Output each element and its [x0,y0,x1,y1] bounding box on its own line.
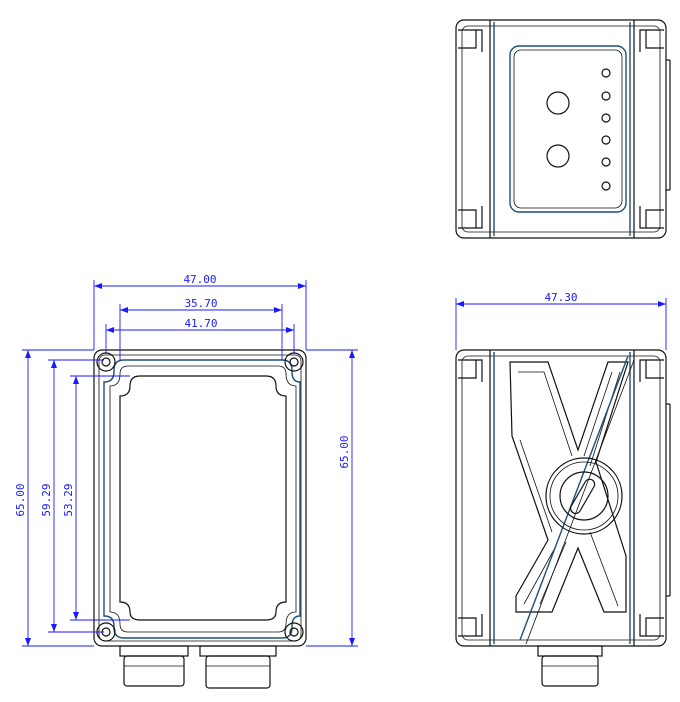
dim-inner-width-b: 41.70 [184,317,217,330]
front-view-top-right [455,19,671,239]
side-view-bottom-right: 47.30 [455,291,671,687]
dim-inner-width-a: 35.70 [184,297,217,310]
dim-left-height-outer: 65.00 [14,483,27,516]
lid-view-bottom-left: 47.00 35.70 41.70 65.00 59.29 [14,273,358,689]
dim-side-width: 47.30 [544,291,577,304]
dim-top-width: 47.00 [183,273,216,286]
dim-left-height-mid: 59.29 [40,483,53,516]
dim-right-height: 65.00 [338,435,351,468]
dim-left-height-inner: 53.29 [62,483,75,516]
